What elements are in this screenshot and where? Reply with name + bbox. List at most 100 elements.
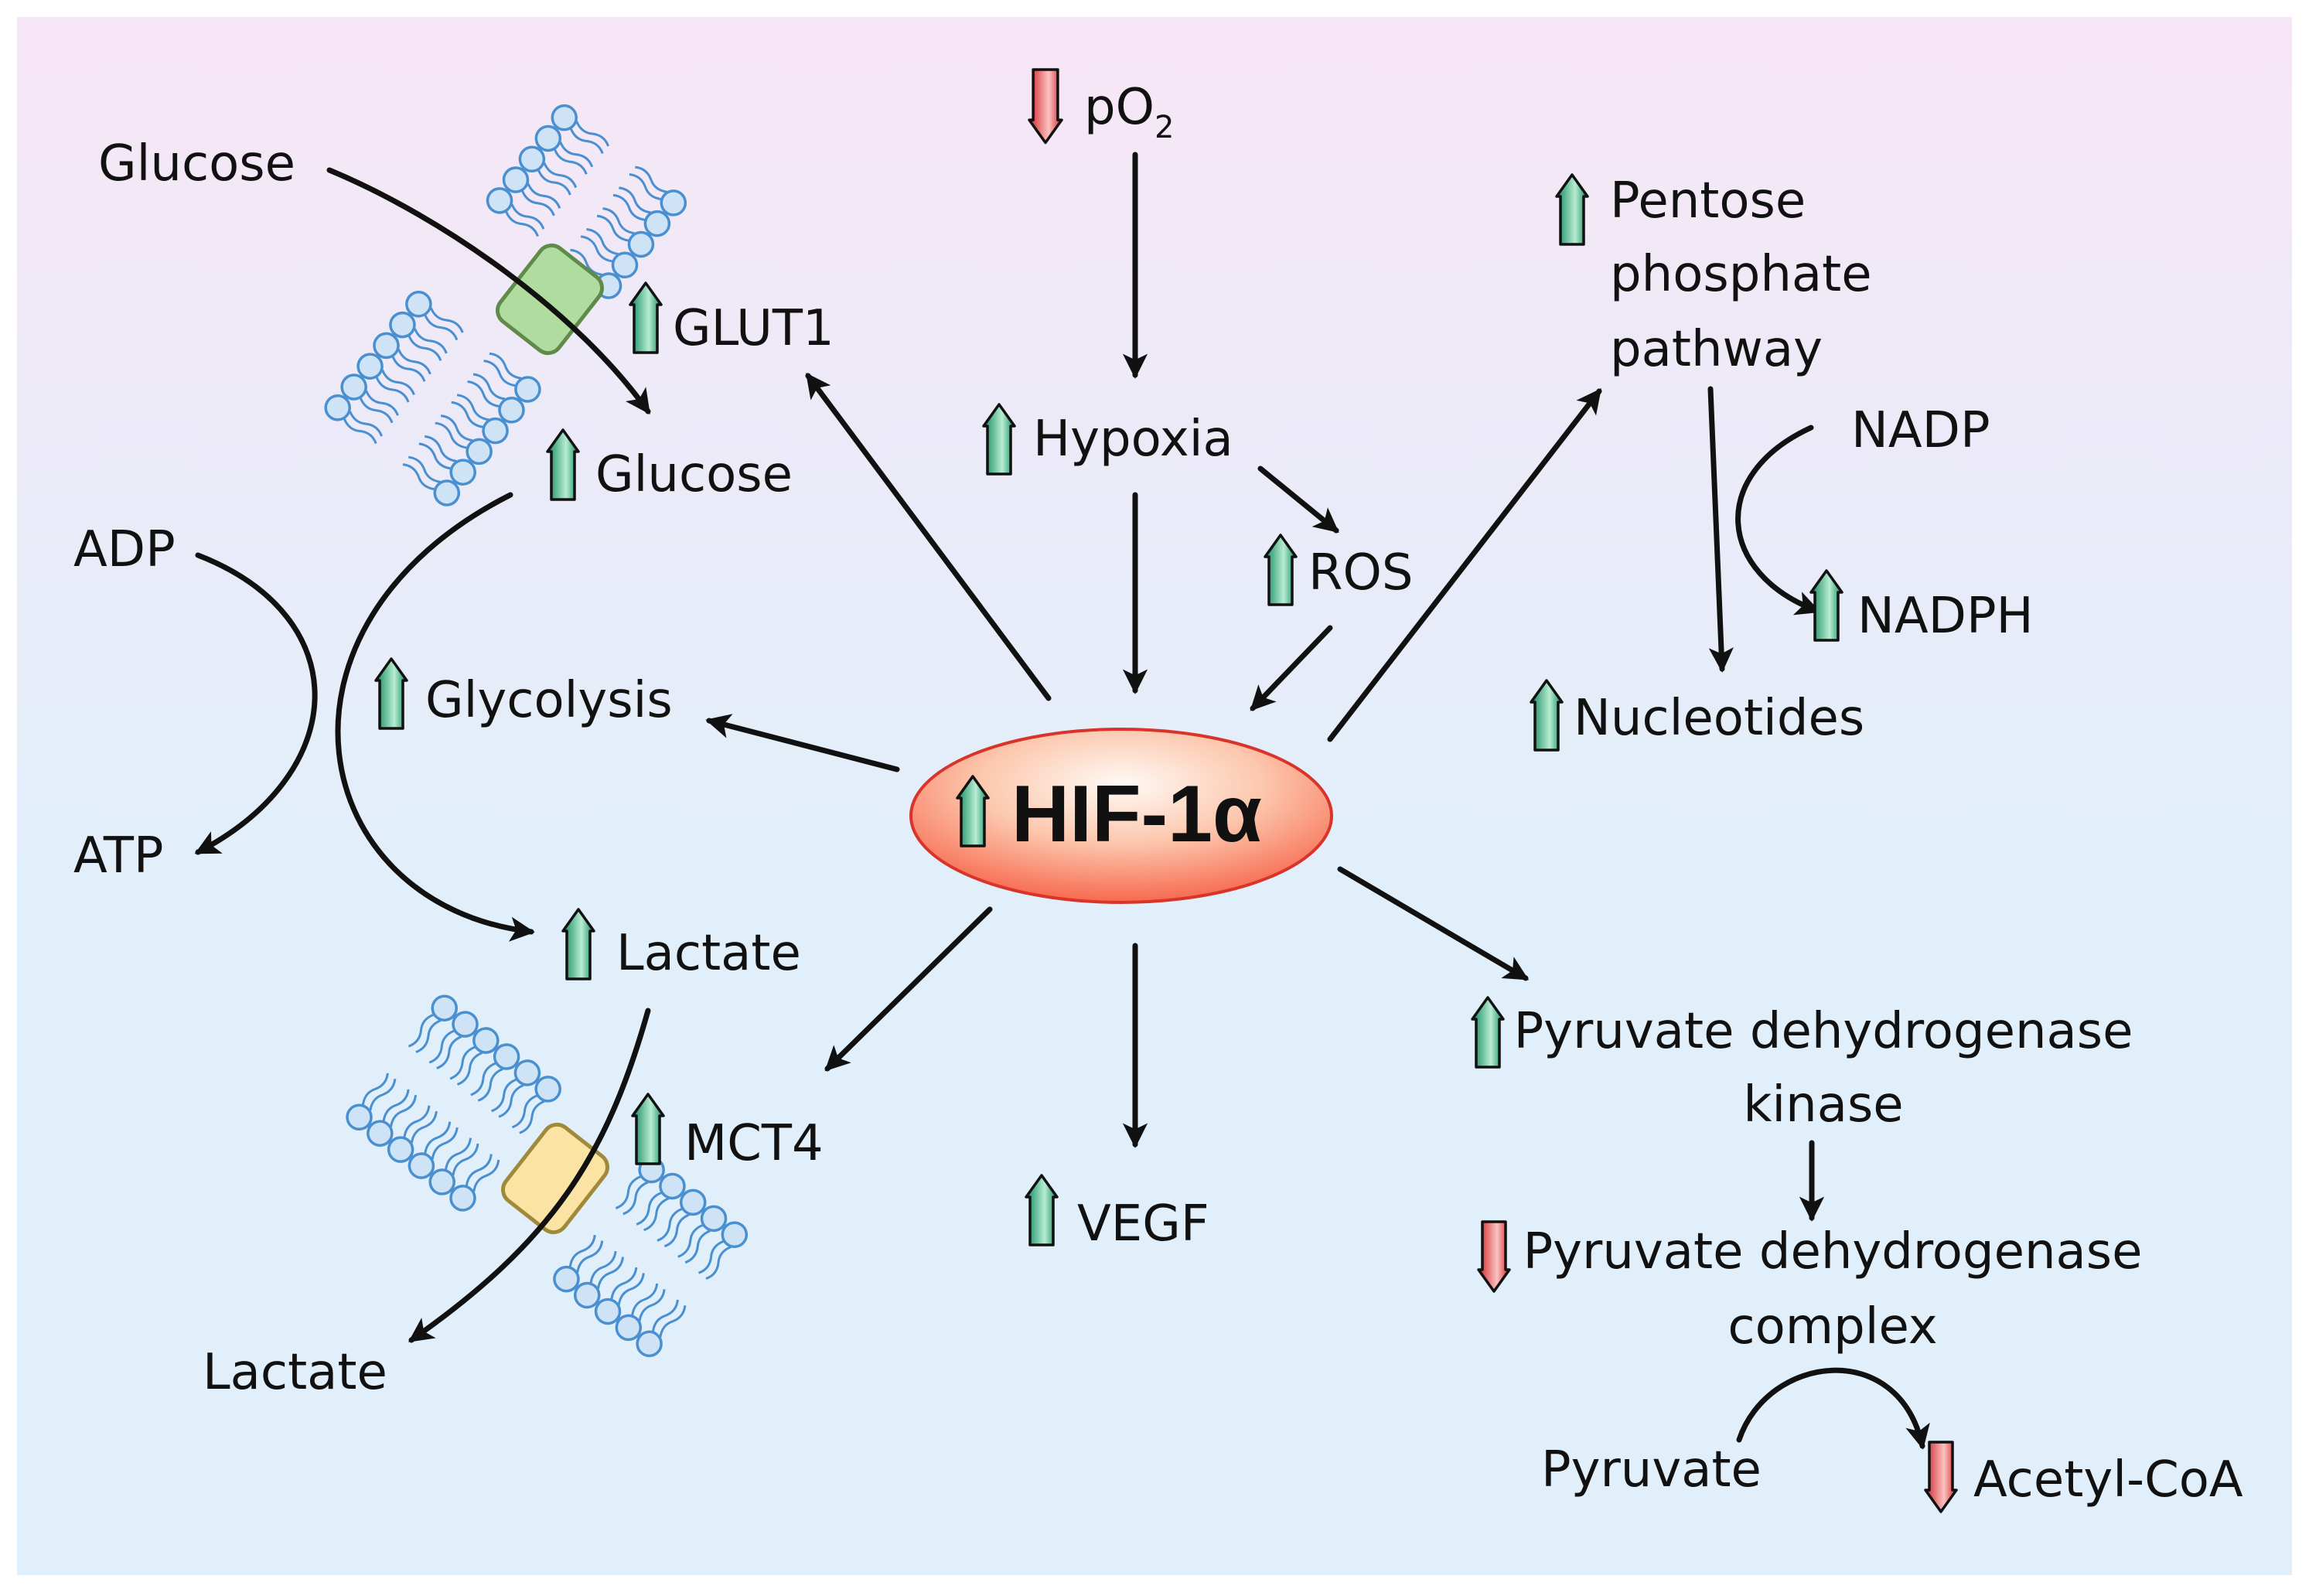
ppp-label-line2: phosphate bbox=[1610, 246, 1872, 303]
glut1-membrane-lipid bbox=[451, 401, 483, 428]
mct4-membrane-lipid bbox=[597, 1257, 625, 1289]
arrow-hif-to-glycolysis bbox=[705, 714, 900, 772]
hypoxia-label: Hypoxia bbox=[1033, 411, 1233, 468]
mct4-membrane-lipid bbox=[382, 1089, 410, 1122]
glut1-up-arrow-icon bbox=[629, 281, 663, 354]
mct4-up-arrow-icon bbox=[631, 1093, 665, 1165]
arrow-nadp-to-nadph bbox=[1735, 425, 1821, 616]
mct4-membrane-lipid bbox=[387, 1136, 414, 1163]
glucose-inside-up-arrow-icon bbox=[546, 428, 580, 501]
arrow-ppp-to-nucleotides bbox=[1707, 386, 1734, 673]
mct4-membrane-lipid bbox=[631, 1283, 659, 1316]
mct4-membrane-lipid bbox=[477, 1068, 503, 1102]
glut1-membrane-lipid bbox=[467, 380, 500, 408]
mct4-membrane-lipid bbox=[684, 1229, 711, 1264]
lactate-inside-label: Lactate bbox=[616, 925, 801, 982]
atp-label: ATP bbox=[73, 827, 164, 885]
glut1-membrane-lipid bbox=[466, 438, 493, 466]
ros-label: ROS bbox=[1308, 544, 1413, 602]
arrow-hif-to-glut1 bbox=[805, 373, 1052, 701]
glut1-membrane-lipid bbox=[505, 211, 539, 237]
glut1-membrane-lipid bbox=[405, 291, 432, 318]
mct4-membrane-lipid bbox=[449, 1045, 476, 1080]
arrow-adp-to-atp bbox=[194, 552, 318, 855]
glut1-membrane-lipid bbox=[612, 193, 646, 221]
arrow-hif-to-mct4 bbox=[824, 906, 993, 1072]
arrow-hif-to-ppp bbox=[1327, 388, 1602, 742]
adp-label: ADP bbox=[73, 521, 176, 578]
mct4-membrane-lipid bbox=[408, 1013, 435, 1048]
glut1-membrane-lipid bbox=[486, 187, 513, 214]
mct4-membrane-lipid bbox=[410, 1110, 438, 1144]
mct4-membrane-lipid bbox=[568, 1234, 596, 1267]
vegf-up-arrow-icon bbox=[1025, 1174, 1059, 1246]
mct4-membrane-lipid bbox=[367, 1120, 394, 1147]
regulation-indicators bbox=[374, 68, 1958, 1513]
glut1-membrane-lipid bbox=[559, 142, 594, 168]
mct4-label: MCT4 bbox=[684, 1115, 824, 1172]
mct4-membrane-lipid bbox=[617, 1273, 645, 1305]
po2-label: pO2 bbox=[1084, 79, 1174, 145]
glut1-membrane-lipid bbox=[553, 148, 588, 175]
mct4-membrane-lipid bbox=[513, 1059, 541, 1086]
hif1a-node bbox=[909, 728, 1333, 904]
glut1-membrane-lipid bbox=[510, 203, 545, 230]
glut1-membrane-lipid bbox=[381, 369, 415, 396]
glut1-membrane-lipid bbox=[440, 414, 473, 442]
arrow-pyruvate-to-acetyl-coa bbox=[1736, 1367, 1930, 1450]
glut1-membrane-lipid bbox=[534, 124, 562, 152]
glut1-membrane-lipid bbox=[660, 189, 687, 217]
mct4-membrane-lipid bbox=[491, 1078, 517, 1113]
mct4-membrane-lipid bbox=[622, 1181, 649, 1216]
glut1-membrane-lipid bbox=[435, 421, 467, 449]
glut1-membrane-lipid bbox=[433, 479, 461, 506]
vegf-label: VEGF bbox=[1077, 1195, 1209, 1253]
glut1-membrane-lipid bbox=[611, 251, 639, 279]
glut1-membrane-lipid bbox=[629, 173, 662, 201]
glut1-membrane-lipid bbox=[575, 121, 610, 147]
mct4-membrane-lipid bbox=[465, 1154, 493, 1186]
mct4-membrane-lipid bbox=[651, 1299, 679, 1332]
glut1-membrane-lipid bbox=[424, 314, 459, 341]
glut1-membrane-lipid bbox=[543, 162, 578, 189]
mct4-membrane-lipid bbox=[553, 1265, 580, 1293]
pdc-label-line1: Pyruvate dehydrogenase bbox=[1523, 1223, 2143, 1281]
glut1-membrane-lipid bbox=[602, 207, 635, 235]
labels: pO2 Hypoxia ROS HIF-1α Glucose GLUT1 Glu… bbox=[73, 79, 2243, 1509]
ros-up-arrow-icon bbox=[1264, 534, 1298, 606]
glut1-membrane-lipid bbox=[518, 145, 546, 173]
glut1-membrane-lipid bbox=[356, 353, 384, 380]
mct4-membrane-lipid bbox=[657, 1208, 683, 1242]
glut1-membrane-lipid bbox=[429, 307, 464, 333]
pdk-label-line2: kinase bbox=[1743, 1076, 1903, 1134]
mct4-membrane-lipid bbox=[677, 1223, 704, 1258]
glycolysis-label: Glycolysis bbox=[425, 672, 673, 729]
ppp-label-line1: Pentose bbox=[1610, 172, 1806, 230]
lactate-inside-up-arrow-icon bbox=[561, 908, 595, 980]
mct4-membrane-lipid bbox=[659, 1305, 687, 1338]
glut1-membrane-lipid bbox=[482, 417, 509, 445]
arrow-lactate-export bbox=[408, 1008, 651, 1343]
glut1-membrane-lipid bbox=[389, 311, 416, 339]
mct4-membrane-lipid bbox=[498, 1083, 524, 1118]
glut1-membrane-lipid bbox=[359, 397, 394, 424]
glut1-membrane-lipid bbox=[349, 411, 384, 437]
mct4-membrane-lipid bbox=[456, 1052, 483, 1086]
cell-membrane-mct4 bbox=[346, 994, 749, 1358]
mct4-membrane-lipid bbox=[408, 1152, 435, 1179]
arrow-hypoxia-to-ros bbox=[1257, 466, 1339, 534]
pdk-label-line1: Pyruvate dehydrogenase bbox=[1514, 1003, 2133, 1060]
mct4-membrane-lipid bbox=[390, 1094, 418, 1127]
glut1-label: GLUT1 bbox=[673, 300, 834, 357]
glut1-membrane-lipid bbox=[521, 190, 555, 217]
pdc-label-line2: complex bbox=[1727, 1298, 1937, 1356]
glut1-membrane-lipid bbox=[483, 360, 516, 387]
mct4-membrane-lipid bbox=[697, 1240, 725, 1274]
nadph-label: NADPH bbox=[1857, 588, 2034, 645]
mct4-membrane-lipid bbox=[636, 1330, 663, 1358]
mct4-membrane-lipid bbox=[449, 1185, 476, 1212]
po2-subscript: 2 bbox=[1154, 110, 1174, 145]
glut1-membrane-lipid bbox=[343, 418, 377, 445]
glut1-membrane-lipid bbox=[449, 459, 476, 486]
